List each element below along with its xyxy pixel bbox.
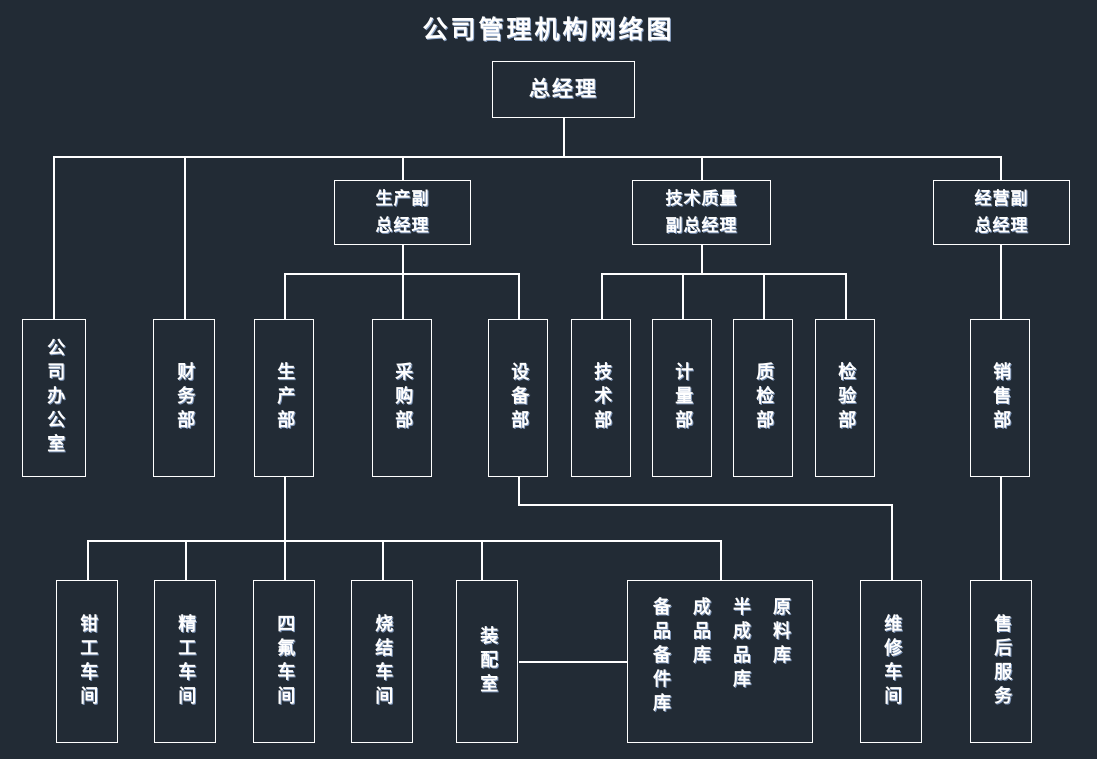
- edge-vptech-to-qc: [763, 273, 765, 319]
- edge-equipment-to-repair: [518, 504, 892, 506]
- node-vp-production[interactable]: 生产副 总经理: [334, 180, 471, 245]
- node-label-after-sales-service: 售后服务: [991, 613, 1013, 710]
- edge-vptech-to-inspect: [845, 273, 847, 319]
- edge-assem-to-warehouse: [519, 661, 627, 663]
- edge-gm-stem: [563, 118, 565, 157]
- node-repair-workshop[interactable]: 维修车间: [860, 580, 922, 743]
- node-label-finance-dept: 财务部: [174, 362, 196, 434]
- edge-bus-to-ws-fitter: [87, 540, 89, 580]
- node-purchase-dept[interactable]: 采购部: [372, 319, 432, 477]
- edge-vptech-to-tech: [601, 273, 603, 319]
- edge-vpprod-to-equipment: [518, 273, 520, 319]
- node-label-precision-workshop: 精工车间: [175, 613, 197, 710]
- node-inspection-dept[interactable]: 检验部: [815, 319, 875, 477]
- node-warehouse-group[interactable]: 原料库 半成品库 成品库 备品备件库: [627, 580, 813, 743]
- edge-vpprod-to-production: [284, 273, 286, 319]
- node-tech-dept[interactable]: 技术部: [571, 319, 631, 477]
- node-sintering-workshop[interactable]: 烧结车间: [351, 580, 413, 743]
- edge-production-stem: [284, 477, 286, 541]
- edge-bus-to-ws-sinter: [382, 540, 384, 580]
- node-equipment-dept[interactable]: 设备部: [488, 319, 548, 477]
- edge-bus-to-vp-tech: [701, 156, 703, 180]
- node-label-purchase-dept: 采购部: [392, 362, 414, 434]
- node-finance-dept[interactable]: 财务部: [153, 319, 215, 477]
- node-label-vp-business: 经营副 总经理: [974, 189, 1029, 236]
- edge-bus-to-vp-prod: [402, 156, 404, 180]
- node-label-spare-parts-warehouse: 备品备件库: [650, 597, 671, 717]
- edge-workshop-bus: [87, 540, 721, 542]
- node-label-assembly-room: 装配室: [477, 625, 499, 698]
- node-label-metrology-dept: 计量部: [672, 362, 694, 434]
- page-title: 公司管理机构网络图: [422, 15, 675, 44]
- edge-vptech-to-metrology: [682, 273, 684, 319]
- node-label-finished-warehouse: 成品库: [690, 597, 711, 669]
- edge-repair-drop: [891, 504, 893, 580]
- node-label-vp-tech-quality: 技术质量 副总经理: [665, 189, 738, 236]
- node-precision-workshop[interactable]: 精工车间: [154, 580, 216, 743]
- edge-vptech-stem: [701, 245, 703, 274]
- node-label-sales-dept: 销售部: [990, 362, 1012, 434]
- node-general-manager[interactable]: 总经理: [492, 61, 635, 118]
- node-label-general-manager: 总经理: [529, 77, 598, 102]
- edge-vptech-bus: [601, 273, 846, 275]
- node-label-fitter-workshop: 钳工车间: [77, 613, 99, 710]
- node-label-quality-dept: 质检部: [753, 362, 775, 434]
- node-label-sintering-workshop: 烧结车间: [372, 613, 394, 710]
- node-label-equipment-dept: 设备部: [508, 362, 530, 434]
- node-ptfe-workshop[interactable]: 四氟车间: [253, 580, 315, 743]
- node-quality-dept[interactable]: 质检部: [733, 319, 793, 477]
- edge-bus-to-vp-biz: [1000, 156, 1002, 180]
- node-assembly-room[interactable]: 装配室: [456, 580, 518, 743]
- node-metrology-dept[interactable]: 计量部: [652, 319, 712, 477]
- node-label-vp-production: 生产副 总经理: [375, 189, 430, 236]
- edge-bus-to-ws-ptfe: [284, 540, 286, 580]
- node-company-office[interactable]: 公司办公室: [22, 319, 86, 477]
- edge-sales-to-aftersale: [1000, 477, 1002, 580]
- edge-bus-to-warehouse: [720, 540, 722, 580]
- node-sales-dept[interactable]: 销售部: [970, 319, 1030, 477]
- edge-bus-to-ws-precis: [185, 540, 187, 580]
- node-label-ptfe-workshop: 四氟车间: [274, 613, 296, 710]
- edge-bus-to-finance: [184, 156, 186, 319]
- edge-equipment-stem: [518, 477, 520, 505]
- edge-vpbiz-to-sales: [1000, 245, 1002, 319]
- node-vp-business[interactable]: 经营副 总经理: [933, 180, 1070, 245]
- node-label-raw-material-warehouse: 原料库: [770, 597, 791, 669]
- node-after-sales-service[interactable]: 售后服务: [970, 580, 1032, 743]
- node-label-tech-dept: 技术部: [591, 362, 613, 434]
- edge-vpprod-to-purchase: [402, 273, 404, 319]
- edge-main-bus: [53, 156, 1002, 158]
- node-vp-tech-quality[interactable]: 技术质量 副总经理: [632, 180, 771, 245]
- node-label-inspection-dept: 检验部: [835, 362, 857, 434]
- edge-bus-to-office: [53, 156, 55, 319]
- edge-bus-to-ws-assem: [481, 540, 483, 580]
- node-fitter-workshop[interactable]: 钳工车间: [56, 580, 118, 743]
- node-label-production-dept: 生产部: [274, 362, 296, 434]
- node-label-semi-finished-warehouse: 半成品库: [730, 597, 751, 693]
- node-label-company-office: 公司办公室: [44, 338, 66, 458]
- node-production-dept[interactable]: 生产部: [254, 319, 314, 477]
- node-label-repair-workshop: 维修车间: [881, 613, 903, 710]
- edge-vpprod-stem: [402, 245, 404, 274]
